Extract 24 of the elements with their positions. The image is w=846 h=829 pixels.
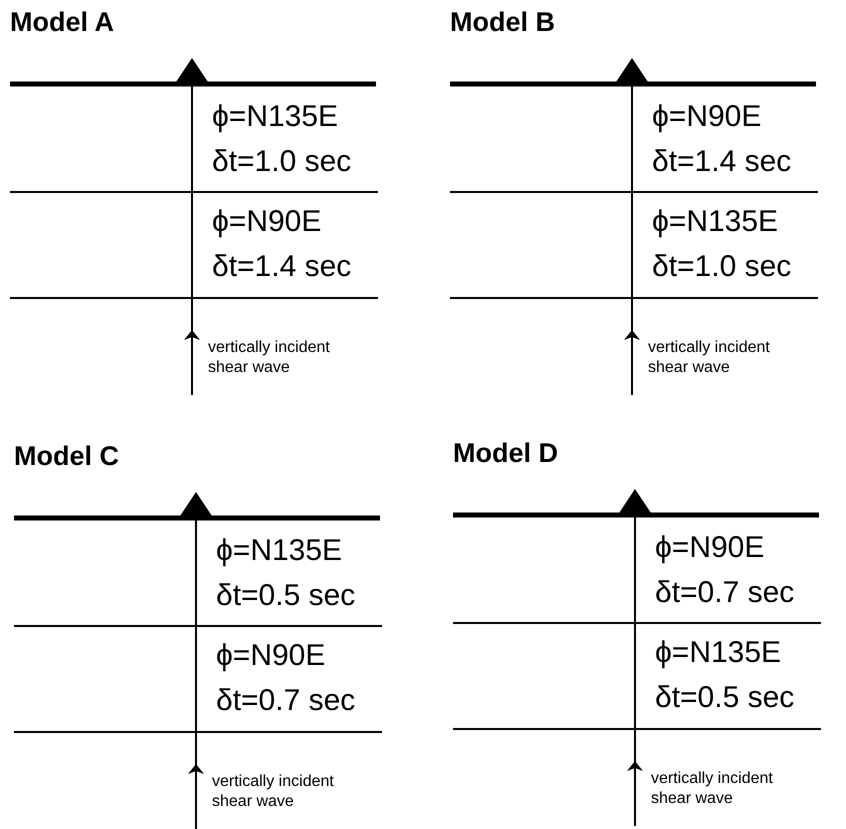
- layer-parameter: ϕ=N90E: [212, 205, 322, 238]
- layer-parameter: δt=1.0 sec: [652, 250, 792, 283]
- layer-parameter: δt=0.7 sec: [216, 684, 356, 717]
- layer-parameter: δt=1.4 sec: [652, 145, 792, 178]
- layer-parameter: δt=1.0 sec: [212, 145, 352, 178]
- wave-label: vertically incident shear wave: [212, 772, 335, 812]
- layer-parameter: ϕ=N90E: [216, 639, 326, 672]
- layer-parameter: δt=0.7 sec: [655, 576, 794, 609]
- panel-title: Model A: [10, 8, 114, 38]
- wave-label: vertically incident shear wave: [208, 338, 331, 378]
- layer-parameter: ϕ=N135E: [655, 636, 782, 669]
- layer-parameter: ϕ=N135E: [212, 100, 338, 133]
- layer-parameter: δt=1.4 sec: [212, 250, 352, 283]
- wave-label: vertically incident shear wave: [648, 338, 771, 378]
- layer-parameter: ϕ=N135E: [216, 534, 342, 567]
- layer-parameter: δt=0.5 sec: [655, 681, 794, 714]
- layer-parameter: ϕ=N90E: [655, 531, 764, 564]
- panel-title: Model B: [450, 8, 555, 38]
- wave-label: vertically incident shear wave: [651, 769, 774, 809]
- layer-parameter: δt=0.5 sec: [216, 579, 356, 612]
- panel-title: Model D: [453, 439, 558, 469]
- layer-parameter: ϕ=N90E: [652, 100, 762, 133]
- layer-parameter: ϕ=N135E: [652, 205, 778, 238]
- panel-title: Model C: [14, 442, 119, 472]
